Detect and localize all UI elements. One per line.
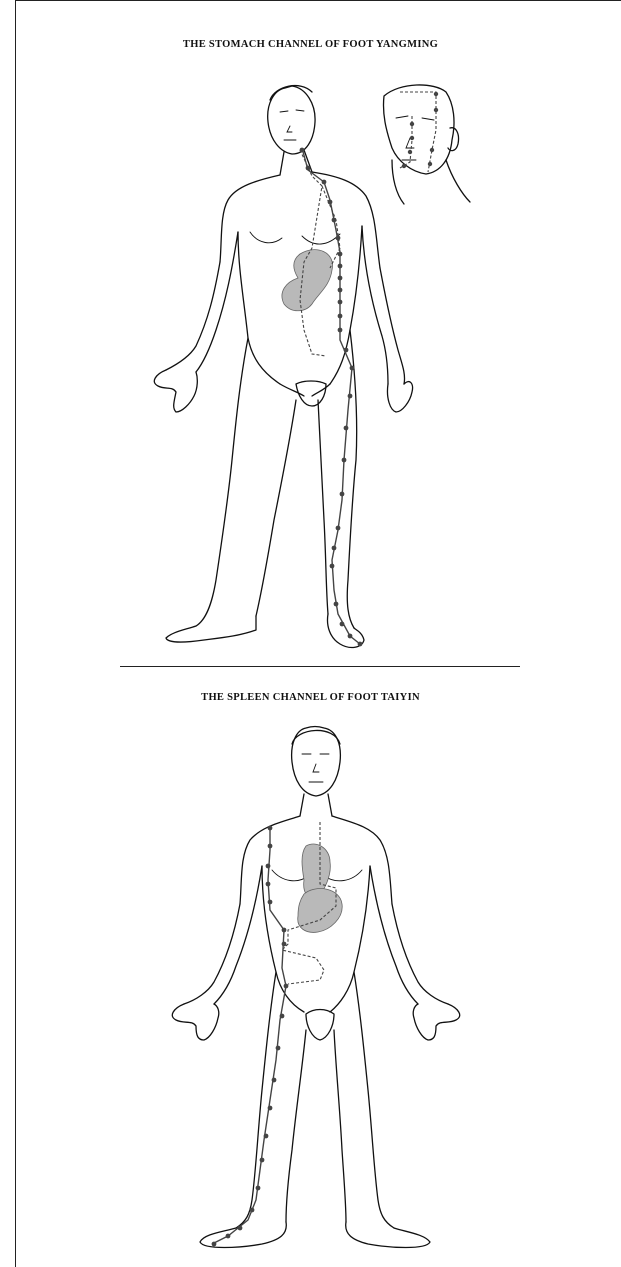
spleen-figure-body-outline	[172, 727, 459, 1248]
